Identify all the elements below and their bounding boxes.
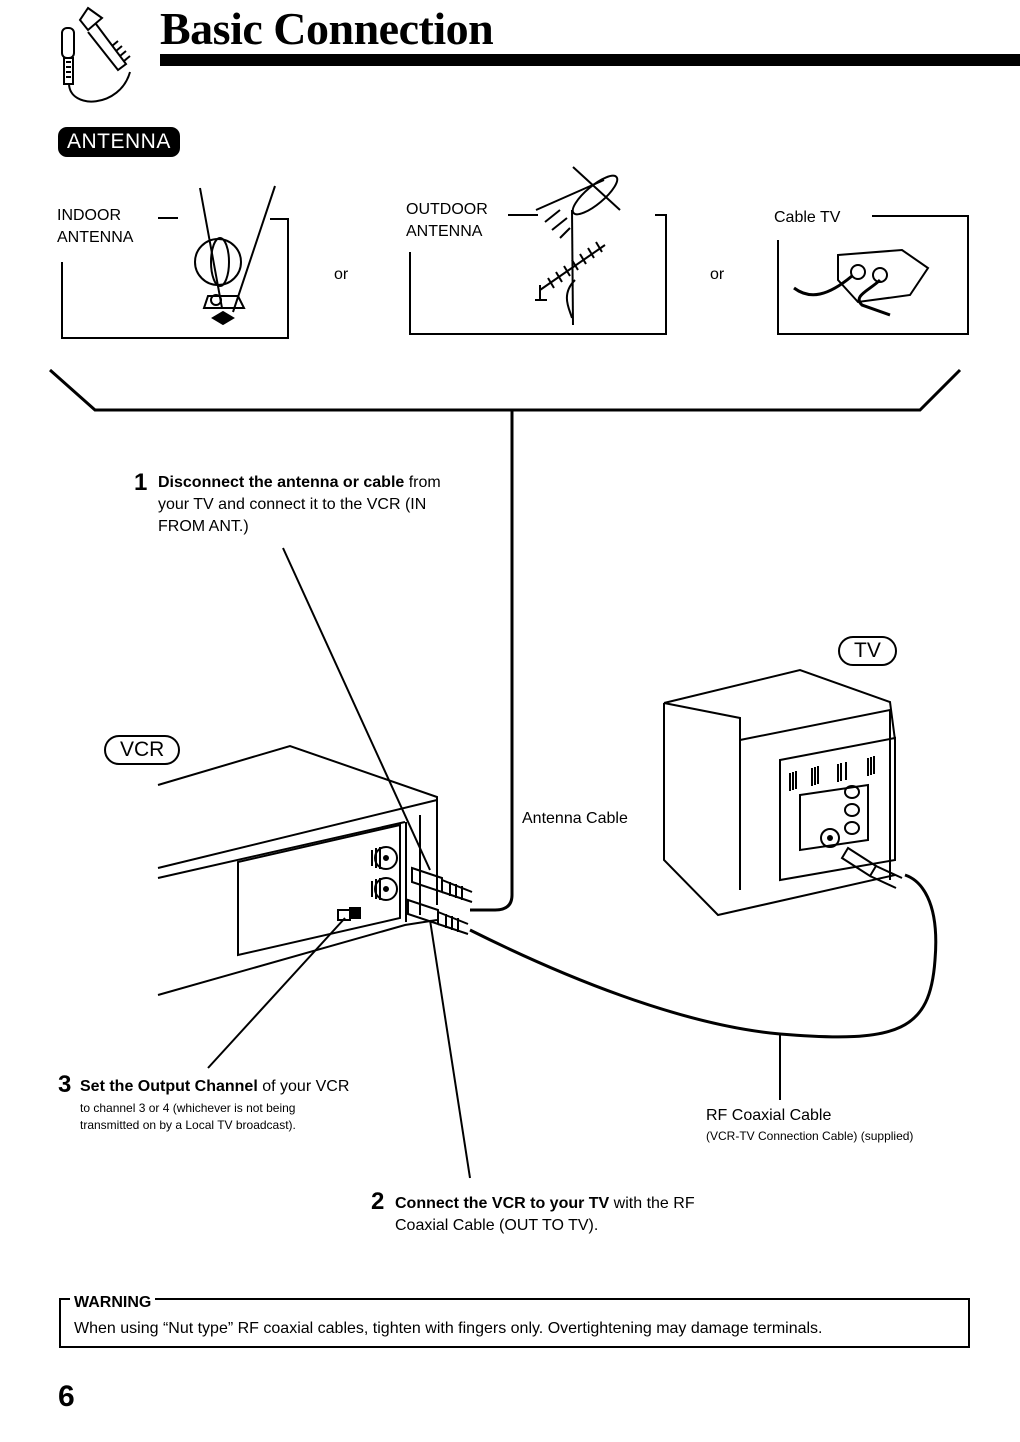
cable-tv-box xyxy=(777,215,969,335)
rf-coaxial-cable-line xyxy=(469,873,938,1039)
indoor-label-line1: INDOOR xyxy=(57,207,121,224)
page-title: Basic Connection xyxy=(160,3,494,54)
step-3-rest: of your VCR xyxy=(257,1078,350,1095)
section-badge: ANTENNA xyxy=(58,127,180,157)
tv-label: TV xyxy=(838,636,897,666)
step-3-bold: Set the Output Channel xyxy=(80,1078,258,1095)
step-2-bold: Connect the VCR to your TV xyxy=(395,1195,610,1212)
warning-box xyxy=(59,1298,970,1348)
step-2-rest: with the RF Coaxial Cable (OUT TO TV). xyxy=(395,1195,695,1234)
step-1-rest: from your TV and connect it to the VCR (… xyxy=(158,474,441,535)
step-1-bold: Disconnect the antenna or cable xyxy=(158,474,405,491)
step3-pointer xyxy=(207,917,346,1069)
step-3-text: Set the Output Channel of your VCR xyxy=(80,1076,420,1098)
title-rule xyxy=(160,54,1020,66)
vcr-body xyxy=(157,744,473,996)
cable-splitter-icon xyxy=(793,248,930,317)
tv-body xyxy=(663,668,903,917)
step-1-text: Disconnect the antenna or cable from you… xyxy=(158,472,448,538)
warning-title: WARNING xyxy=(70,1294,156,1312)
indoor-label-line2: ANTENNA xyxy=(57,229,134,246)
outdoor-label-line2: ANTENNA xyxy=(406,223,483,240)
or-separator-1: or xyxy=(334,266,349,283)
outdoor-antenna-label: OUTDOOR ANTENNA xyxy=(406,199,488,243)
outdoor-antenna-box xyxy=(409,214,667,335)
warning-text: When using “Nut type” RF coaxial cables,… xyxy=(74,1320,823,1337)
indoor-antenna-label: INDOOR ANTENNA xyxy=(57,205,133,249)
antenna-cable-line xyxy=(470,410,514,912)
step-2-number: 2 xyxy=(371,1188,385,1215)
indoor-antenna-icon xyxy=(194,185,276,326)
rf-cable-note: (VCR-TV Connection Cable) (supplied) xyxy=(706,1129,914,1143)
vcr-label: VCR xyxy=(104,735,181,765)
page-number: 6 xyxy=(58,1380,75,1413)
antenna-cable-label: Antenna Cable xyxy=(522,810,628,827)
step2-pointer xyxy=(429,919,471,1179)
outdoor-antenna-icon xyxy=(535,166,621,326)
indoor-antenna-box xyxy=(61,217,289,339)
step-2-text: Connect the VCR to your TV with the RF C… xyxy=(395,1193,695,1237)
bracket-line xyxy=(49,368,962,412)
cable-tv-label: Cable TV xyxy=(774,209,841,226)
or-separator-2: or xyxy=(710,266,725,283)
step-3-number: 3 xyxy=(58,1071,72,1098)
step1-pointer xyxy=(282,547,431,871)
outdoor-label-line1: OUTDOOR xyxy=(406,201,488,218)
rf-cable-title: RF Coaxial Cable xyxy=(706,1107,832,1124)
step-1-number: 1 xyxy=(134,469,148,496)
coaxial-plug-icon xyxy=(61,6,131,103)
step-3-note: to channel 3 or 4 (whichever is not bein… xyxy=(80,1101,296,1132)
